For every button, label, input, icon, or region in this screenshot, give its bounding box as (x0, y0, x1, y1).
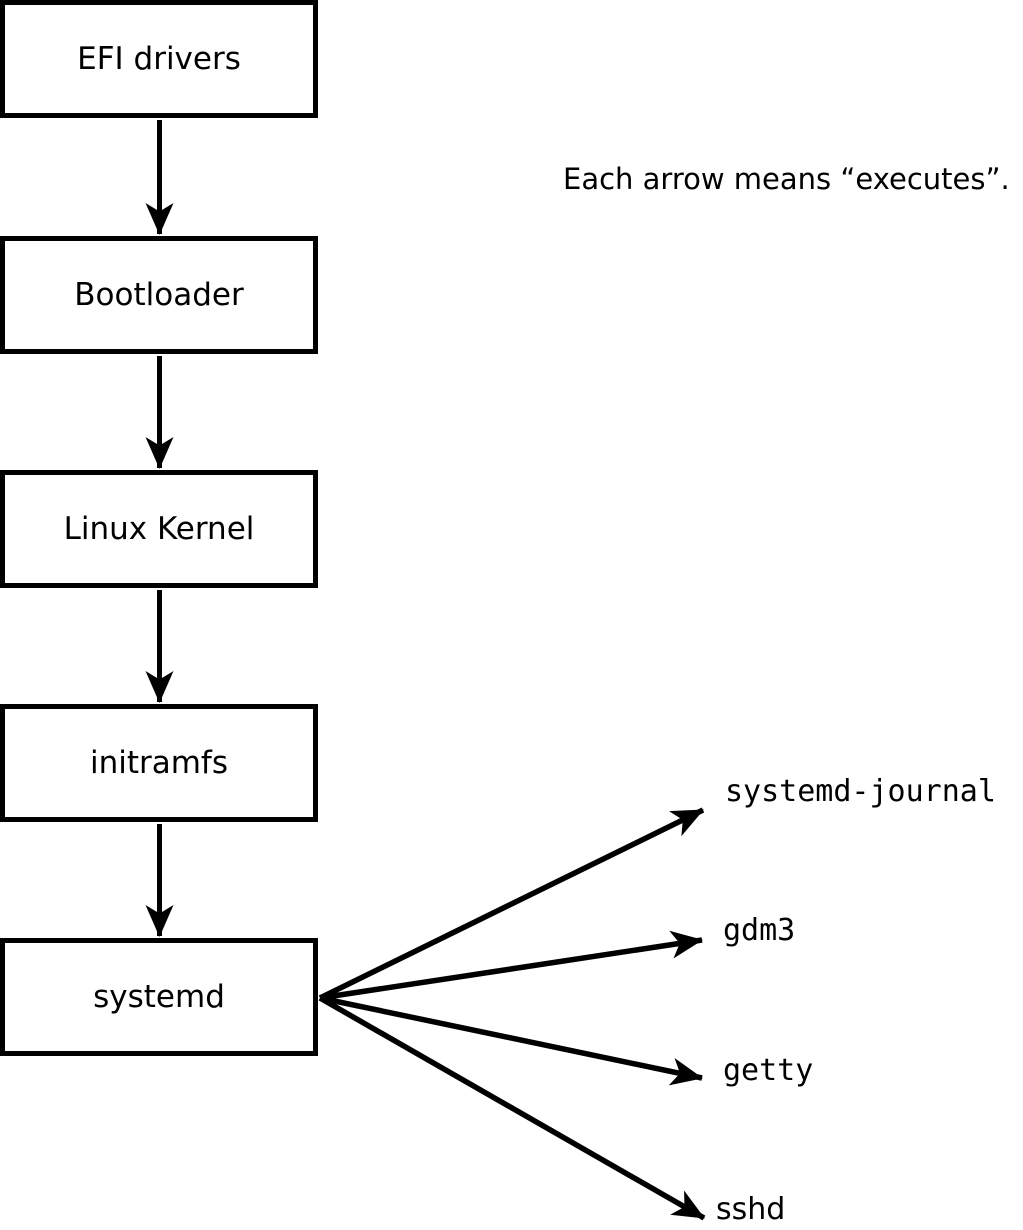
node-initramfs: initramfs (0, 704, 318, 822)
annotation-arrow-meaning: Each arrow means “executes”. (563, 162, 1010, 196)
service-label-systemd-journal: systemd-journal (725, 774, 996, 809)
node-systemd-label: systemd (93, 978, 225, 1015)
service-label-sshd: sshd (716, 1192, 786, 1227)
node-systemd: systemd (0, 938, 318, 1056)
arrow-systemd-to-getty-icon (319, 995, 703, 1086)
node-linux-kernel-label: Linux Kernel (63, 510, 255, 547)
node-initramfs-label: initramfs (89, 744, 229, 781)
node-linux-kernel: Linux Kernel (0, 470, 318, 588)
node-bootloader: Bootloader (0, 236, 318, 354)
node-efi-drivers-label: EFI drivers (77, 40, 241, 77)
arrow-systemd-to-gdm3-icon (319, 930, 703, 1001)
node-efi-drivers: EFI drivers (0, 0, 318, 118)
service-label-gdm3: gdm3 (723, 913, 796, 948)
node-bootloader-label: Bootloader (74, 276, 244, 313)
service-label-getty: getty (723, 1053, 814, 1088)
arrow-systemd-to-sshd-icon (318, 995, 706, 1221)
arrow-systemd-to-journal-icon (318, 807, 705, 1001)
